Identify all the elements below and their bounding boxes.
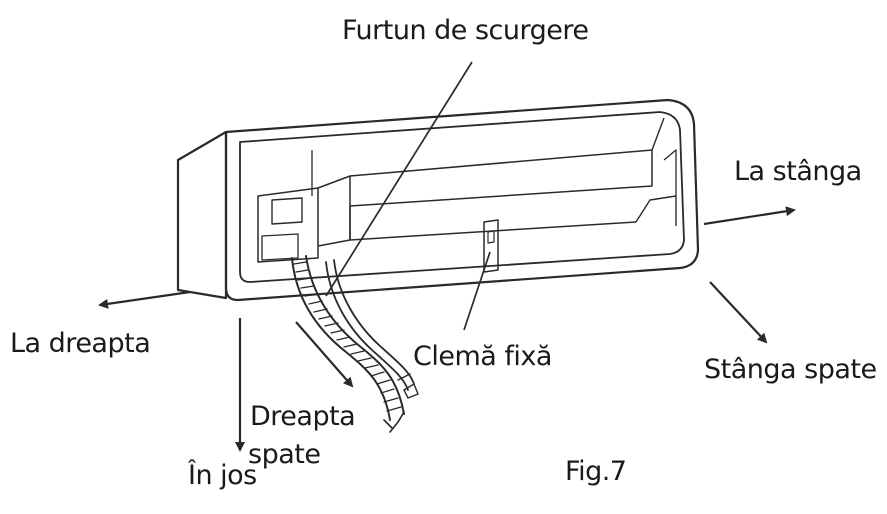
arrow-left (703, 206, 796, 226)
drain-hose-label: Furtun de scurgere (342, 15, 589, 46)
leader-lines (325, 61, 491, 331)
arrow-right-rear (295, 321, 354, 388)
left-direction-label: La stânga (734, 156, 862, 187)
right-direction-label: La dreapta (10, 328, 151, 359)
clamp-leader (463, 251, 491, 331)
right-rear-label-line1: Dreapta (250, 401, 356, 432)
direction-arrows (98, 206, 796, 452)
drain-hose-drawing (291, 255, 419, 433)
unit-body (176, 98, 700, 302)
down-direction-label: În jos (188, 460, 257, 491)
right-rear-label-line2: spate (248, 439, 321, 470)
arrow-left-rear (709, 281, 768, 344)
left-rear-label: Stânga spate (704, 354, 877, 385)
figure-label: Fig.7 (565, 456, 627, 487)
arrow-right (98, 290, 191, 309)
drain-hose-leader (325, 61, 473, 297)
fixed-clamp-label: Clemă fixă (413, 341, 552, 372)
